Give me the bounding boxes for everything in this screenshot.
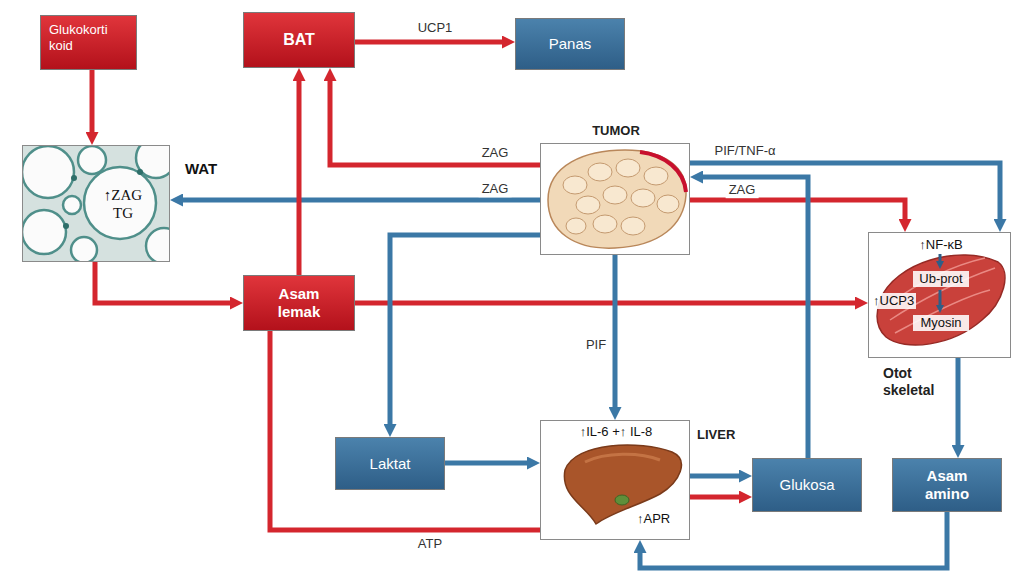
flow-arrow (445, 461, 527, 466)
tumor-edge (640, 152, 686, 192)
tumor-cell (616, 159, 640, 177)
flow-arrow (613, 255, 618, 407)
tumor-cell (563, 176, 587, 194)
tumor-cells (563, 159, 679, 235)
flow-arrow (690, 163, 1000, 219)
tumor-cell (657, 195, 679, 213)
box-label: Laktat (370, 455, 411, 473)
flow-arrow (690, 495, 739, 500)
fat-cell (78, 146, 106, 174)
tumor-cell (593, 215, 617, 233)
tumor-box: TUMOR (540, 143, 690, 255)
pathway-label: Myosin (913, 315, 969, 331)
muscle-ground (868, 232, 1011, 358)
tumor-picture (548, 150, 686, 248)
tissue-heading: Otot skeletal (883, 365, 945, 399)
edge-label: PIF/TNF-α (712, 143, 779, 159)
fat-cell (22, 146, 74, 198)
cell-nucleus (63, 223, 69, 229)
box-label: Panas (549, 35, 592, 53)
edge-label: ZAG (726, 182, 759, 198)
cell-nucleus (137, 169, 143, 175)
metabolite-box: Glukosa (752, 458, 862, 512)
edge-label: ZAG (479, 181, 512, 197)
fat-cell (84, 167, 156, 239)
tumor-cell (588, 163, 612, 181)
tumor-cell (621, 217, 645, 235)
tissue-picture-box: WAT↑ZAG TG (22, 145, 170, 262)
hormone-box: Glukokorti koid (40, 15, 137, 70)
metabolite-box: Laktat (335, 437, 445, 490)
box-label: Glukosa (779, 476, 834, 494)
flow-arrow (956, 358, 961, 445)
fat-cell (146, 228, 170, 262)
cell-nucleus (71, 175, 77, 181)
flow-arrow (297, 81, 302, 275)
organ-heading: LIVER (697, 427, 735, 443)
flow-arrow (270, 331, 540, 530)
flow-arrow (183, 198, 540, 203)
tumor-heading: TUMOR (541, 123, 691, 139)
tissue-box: BAT (243, 12, 355, 68)
tumor-cell (631, 189, 655, 207)
fat-cell (136, 145, 170, 178)
liver-box: LIVER↑IL-6 +↑ IL-8↑APR (540, 420, 690, 540)
pathway-label: ↑NF-κB (911, 237, 971, 253)
flow-arrow (355, 40, 502, 45)
flow-arrow (330, 81, 540, 165)
muscle-picture (868, 232, 1011, 358)
flow-arrow (95, 262, 230, 303)
flow-arrow (90, 70, 95, 132)
inner-arrow (939, 254, 942, 261)
edge-label: ZAG (479, 145, 512, 161)
tumor-mass (548, 150, 686, 248)
flow-arrow (390, 235, 540, 424)
fat-cell (71, 237, 97, 262)
gall-bladder (615, 495, 629, 505)
fat-cell (63, 196, 81, 214)
marker-label: ↑APR (635, 511, 672, 527)
metabolite-box: Asam amino (892, 458, 1002, 512)
flow-arrow (690, 200, 905, 219)
fat-cell (22, 210, 66, 254)
box-label: BAT (283, 30, 315, 49)
pathway-label: ↑UCP3 (871, 293, 916, 309)
tumor-cell (603, 186, 627, 204)
tumor-cell (566, 218, 586, 234)
pathway-label: Ub-prot (913, 271, 969, 287)
flow-arrow (355, 301, 855, 306)
marker-label: ↑IL-6 +↑ IL-8 (541, 424, 691, 440)
box-label: Asam amino (917, 467, 977, 503)
inner-arrow (939, 290, 942, 305)
box-label: Glukokorti koid (49, 22, 128, 53)
flow-arrow (690, 474, 739, 479)
edge-label: ATP (415, 536, 445, 552)
edge-label: UCP1 (415, 20, 456, 36)
edge-label: PIF (583, 337, 609, 353)
liver-shine (585, 454, 660, 462)
metabolite-box: Asam lemak (243, 275, 355, 331)
tumor-cell (644, 167, 668, 185)
muscle-box: ↑NF-κBUb-protMyosin↑UCP3Otot skeletal (868, 232, 1011, 358)
marker-label: ↑ZAG TG (95, 186, 151, 222)
box-label: Asam lemak (264, 285, 334, 321)
fat-tissue-picture (22, 145, 170, 262)
output-box: Panas (515, 18, 625, 70)
tumor-cell (576, 196, 600, 214)
flow-arrow (640, 512, 947, 568)
tissue-heading: WAT (185, 160, 217, 178)
flow-arrow (703, 177, 808, 458)
